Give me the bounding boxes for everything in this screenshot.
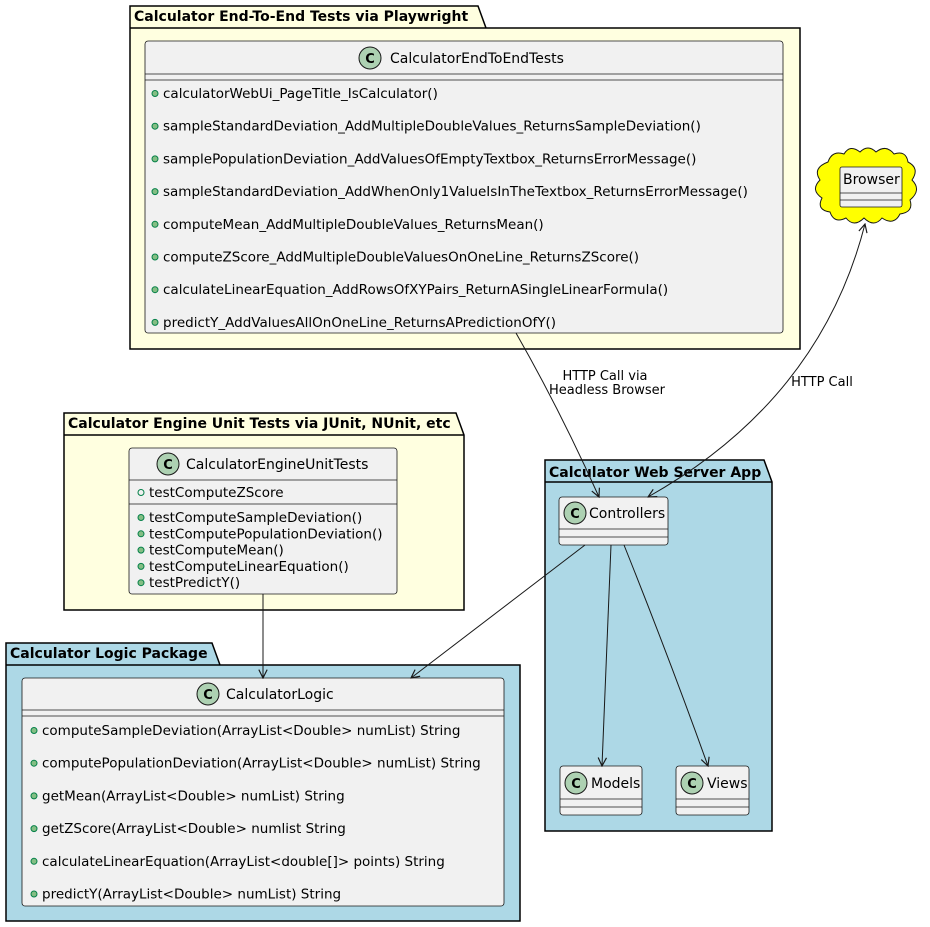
browser-cloud: Browser [815,147,917,224]
edge-e2e-label-line1: HTTP Call via [562,369,647,384]
public-method-icon [151,90,159,97]
edge-e2e-to-controllers [515,332,599,497]
svg-text:C: C [571,777,581,792]
class-method: testComputeSampleDeviation() [149,510,362,526]
class-method: predictY(ArrayList<Double> numList) Stri… [42,887,341,903]
public-method-icon [30,890,38,898]
public-method-icon [30,759,38,767]
class-method: calculatorWebUi_PageTitle_IsCalculator() [163,86,438,102]
class-method: calculateLinearEquation_AddRowsOfXYPairs… [163,282,668,298]
class-method: testPredictY() [149,575,240,591]
public-method-icon [151,220,159,228]
public-method-icon [151,122,159,130]
field-list: testComputeZScore [137,485,284,501]
method-list: computeSampleDeviation(ArrayList<Double>… [30,723,481,903]
browser-label: Browser [843,172,900,188]
class-method: testComputePopulationDeviation() [149,526,383,542]
class-calculator-engine-unit-tests: C CalculatorEngineUnitTests testComputeZ… [128,447,398,595]
class-name: Controllers [589,506,665,522]
class-calculator-end-to-end-tests: C CalculatorEndToEndTests calculatorWebU… [144,40,784,334]
public-method-icon [137,562,145,570]
class-method: samplePopulationDeviation_AddValuesOfEmp… [163,151,696,167]
class-name: Views [707,776,748,792]
class-name: Models [591,776,640,792]
svg-text:C: C [365,52,375,67]
public-method-icon [137,579,145,587]
class-method: getMean(ArrayList<Double> numList) Strin… [42,788,345,804]
public-method-icon [137,530,145,538]
public-method-icon [151,188,159,196]
public-method-icon [30,792,38,800]
public-method-icon [137,546,145,554]
edge-controllers-to-logic [411,544,586,678]
public-method-icon [151,318,159,326]
public-method-icon [30,857,38,865]
class-method: computeMean_AddMultipleDoubleValues_Retu… [163,217,544,233]
public-method-icon [151,253,159,261]
method-list: testComputeSampleDeviation()testComputeP… [137,510,383,591]
class-name: CalculatorEngineUnitTests [186,457,368,473]
public-method-icon [30,727,38,734]
class-calculator-logic: C CalculatorLogic computeSampleDeviation… [21,677,505,907]
package-web-server: Calculator Web Server App C Controllers … [544,459,773,832]
package-web-title: Calculator Web Server App [549,465,761,481]
package-e2e-tests: Calculator End-To-End Tests via Playwrig… [129,5,801,350]
class-icon: C [156,452,180,476]
class-name: CalculatorLogic [226,687,334,703]
class-icon: C [358,46,382,70]
public-method-icon [151,155,159,163]
package-logic: Calculator Logic Package C CalculatorLog… [5,642,521,922]
method-list: calculatorWebUi_PageTitle_IsCalculator()… [151,86,748,331]
edges: HTTP Call via Headless Browser HTTP Call [263,224,865,766]
package-e2e-title: Calculator End-To-End Tests via Playwrig… [134,9,468,25]
package-unit-tests: Calculator Engine Unit Tests via JUnit, … [63,412,465,611]
edge-browser-controllers [648,224,865,497]
svg-text:C: C [570,507,580,522]
edge-browser-label: HTTP Call [791,375,853,390]
public-method-icon [151,286,159,294]
class-icon: C [563,501,587,525]
public-method-icon [30,825,38,833]
package-unit-title: Calculator Engine Unit Tests via JUnit, … [68,416,451,432]
class-method: computePopulationDeviation(ArrayList<Dou… [42,756,481,772]
svg-text:C: C [203,688,213,703]
class-name: CalculatorEndToEndTests [390,51,564,67]
class-icon: C [564,771,588,795]
svg-text:C: C [687,777,697,792]
edge-controllers-to-views [623,544,708,766]
class-views: C Views [675,765,750,816]
class-method: computeSampleDeviation(ArrayList<Double>… [42,723,460,739]
edge-controllers-to-models [602,544,612,766]
class-method: computeZScore_AddMultipleDoubleValuesOnO… [163,250,639,266]
class-method: getZScore(ArrayList<Double> numlist Stri… [42,821,346,837]
class-method: testComputeLinearEquation() [149,559,349,575]
svg-text:C: C [163,458,173,473]
class-field: testComputeZScore [149,485,284,501]
class-method: sampleStandardDeviation_AddWhenOnly1Valu… [163,184,748,200]
class-models: C Models [559,765,643,816]
class-icon: C [196,682,220,706]
public-method-icon [137,514,145,521]
package-logic-title: Calculator Logic Package [10,646,208,662]
class-method: testComputeMean() [149,543,284,559]
class-method: sampleStandardDeviation_AddMultipleDoubl… [163,119,701,135]
class-method: predictY_AddValuesAllOnOneLine_ReturnsAP… [163,315,556,331]
class-icon: C [680,771,704,795]
edge-e2e-label-line2: Headless Browser [549,383,666,398]
class-controllers: C Controllers [558,496,669,546]
class-method: calculateLinearEquation(ArrayList<double… [42,854,445,870]
public-field-icon [137,489,145,496]
